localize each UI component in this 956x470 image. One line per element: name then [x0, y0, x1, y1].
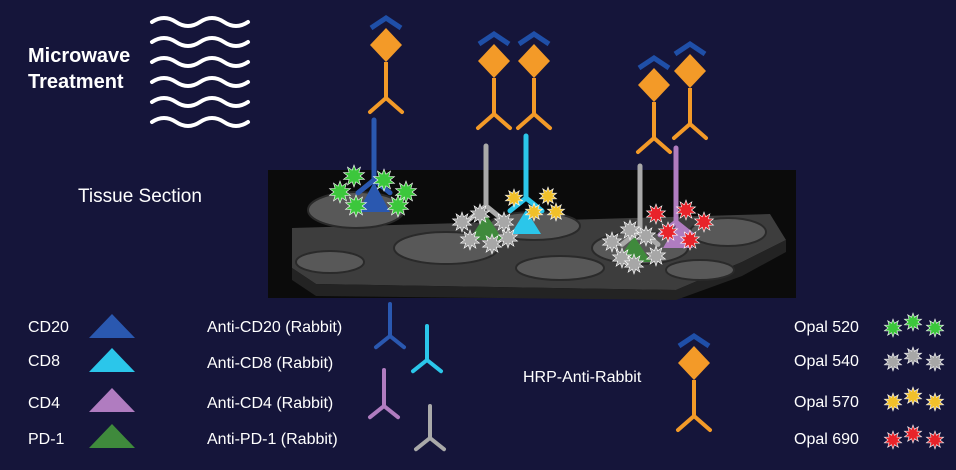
opal-burst-icon: [925, 430, 945, 450]
legend-cd4-triangle: [89, 388, 135, 412]
opal-label-520: Opal 520: [794, 319, 859, 336]
secondary-antibody-label: HRP-Anti-Rabbit: [523, 369, 642, 386]
opal-540-burst: [459, 229, 481, 251]
tissue-section-label: Tissue Section: [78, 186, 202, 207]
cd8-target-triangle: [511, 210, 541, 234]
target-label-pd1: PD-1: [28, 431, 65, 448]
antibody-label-pd1: Anti-PD-1 (Rabbit): [207, 431, 338, 448]
opal-520-burst: [344, 194, 368, 218]
opal-570-burst: [524, 202, 544, 222]
opal-540-burst: [451, 211, 473, 233]
opal-690-burst: [675, 199, 697, 221]
cd20-target-triangle: [358, 182, 390, 212]
legend-anti-cd20-antibody: [374, 302, 406, 350]
cd20-complex: [328, 14, 418, 218]
opal-520-burst: [342, 164, 366, 188]
target-label-cd20: CD20: [28, 319, 69, 336]
legend-pd1-triangle: [89, 424, 135, 448]
legend-opal-570-bursts: [883, 386, 945, 412]
pd1-target-triangle: [469, 214, 503, 240]
opal-540-burst: [497, 227, 519, 249]
opal-540-burst: [481, 233, 503, 255]
opal-520-burst: [372, 168, 396, 192]
opal-540-burst: [469, 203, 491, 225]
legend-cd20-triangle: [89, 314, 135, 338]
hrp-anti-rabbit-complex-5: [672, 40, 708, 140]
title-line-1: Microwave: [28, 45, 131, 67]
opal-label-540: Opal 540: [794, 353, 859, 370]
opal-burst-icon: [903, 386, 923, 406]
opal-540-burst: [623, 253, 645, 275]
opal-label-570: Opal 570: [794, 394, 859, 411]
target-label-cd4: CD4: [28, 395, 61, 412]
opal-540-burst: [601, 231, 623, 253]
opal-burst-icon: [925, 392, 945, 412]
opal-520-burst: [328, 180, 352, 204]
opal-burst-icon: [883, 318, 903, 338]
hrp-anti-rabbit-complex-4: [636, 54, 672, 154]
opal-burst-icon: [883, 352, 903, 372]
opal-burst-icon: [883, 392, 903, 412]
opal-burst-icon: [883, 430, 903, 450]
hrp-anti-rabbit-complex-3: [516, 30, 552, 130]
opal-burst-icon: [903, 312, 923, 332]
scene-antibodies: [328, 14, 715, 275]
opal-label-690: Opal 690: [794, 431, 859, 448]
legend-anti-cd8-antibody: [411, 324, 443, 374]
antibody-label-cd8: Anti-CD8 (Rabbit): [207, 355, 334, 372]
legend-opal-690-bursts: [883, 424, 945, 450]
opal-570-burst: [546, 202, 566, 222]
legend-glyphs: [89, 302, 945, 452]
opal-burst-icon: [903, 424, 923, 444]
antibody-label-cd4: Anti-CD4 (Rabbit): [207, 395, 334, 412]
opal-570-burst: [538, 186, 558, 206]
hrp-anti-rabbit-complex-1: [368, 14, 404, 114]
opal-520-burst: [386, 194, 410, 218]
legend-anti-cd4-antibody: [368, 368, 400, 420]
opal-burst-icon: [903, 346, 923, 366]
opal-burst-icon: [925, 318, 945, 338]
opal-burst-icon: [925, 352, 945, 372]
opal-690-burst: [693, 211, 715, 233]
opal-690-burst: [657, 221, 679, 243]
pd1-cd4-complex: [601, 40, 715, 275]
hrp-anti-rabbit-complex-2: [476, 30, 512, 130]
antibody-label-cd20: Anti-CD20 (Rabbit): [207, 319, 343, 336]
opal-540-burst: [619, 219, 641, 241]
legend-cd8-triangle: [89, 348, 135, 372]
target-label-cd8: CD8: [28, 353, 61, 370]
legend-opal-540-bursts: [883, 346, 945, 372]
opal-570-burst: [504, 188, 524, 208]
legend-anti-pd1-antibody: [414, 404, 446, 452]
opal-690-burst: [679, 229, 701, 251]
opal-540-burst: [645, 245, 667, 267]
pd1-cd8-complex: [451, 30, 566, 255]
opal-690-burst: [645, 203, 667, 225]
legend-hrp-anti-rabbit: [676, 332, 712, 432]
microwave-waves-icon: [150, 16, 250, 128]
legend-opal-520-bursts: [883, 312, 945, 338]
title-line-2: Treatment: [28, 71, 124, 93]
opal-540-burst: [635, 225, 657, 247]
